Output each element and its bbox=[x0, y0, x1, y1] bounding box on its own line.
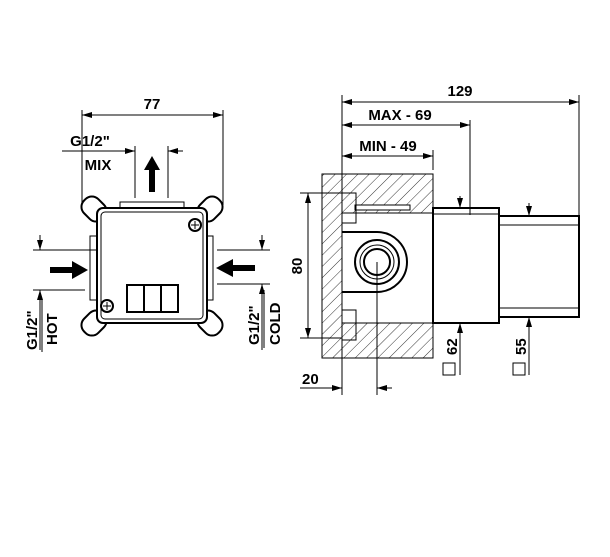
body-extension bbox=[432, 207, 500, 324]
top-flange bbox=[354, 204, 411, 211]
height-dim-label: 80 bbox=[289, 258, 306, 275]
lug-bottom bbox=[341, 309, 357, 341]
hot-inlet-arrow-icon bbox=[50, 261, 88, 279]
square-62-label: 62 bbox=[444, 338, 461, 355]
hot-label: HOT bbox=[44, 313, 61, 345]
cold-label: COLD bbox=[267, 302, 284, 345]
screw-icon bbox=[188, 218, 202, 232]
mix-label: MIX bbox=[85, 157, 112, 174]
wall-offset-label: 20 bbox=[302, 371, 319, 388]
width-dim-label: 77 bbox=[144, 96, 161, 113]
top-plate bbox=[119, 201, 185, 209]
cold-inlet-arrow-icon bbox=[216, 259, 255, 277]
max-depth-label: MAX - 69 bbox=[368, 107, 431, 124]
inlet-boss bbox=[342, 231, 408, 293]
valve-body-inner bbox=[100, 211, 204, 320]
min-depth-label: MIN - 49 bbox=[359, 138, 417, 155]
cold-size-label: G1/2" bbox=[246, 305, 263, 345]
total-depth-label: 129 bbox=[447, 83, 472, 100]
right-plate bbox=[206, 235, 214, 301]
outlet-arrow-icon bbox=[144, 156, 160, 192]
square-symbol-icon bbox=[442, 362, 456, 376]
cover-extension bbox=[498, 215, 580, 318]
lug-top bbox=[341, 192, 357, 224]
mix-size-label: G1/2" bbox=[70, 133, 110, 150]
hot-size-label: G1/2" bbox=[24, 310, 41, 350]
screw-icon bbox=[100, 299, 114, 313]
left-plate bbox=[89, 235, 98, 301]
cartridge-slots bbox=[126, 284, 179, 313]
square-55-label: 55 bbox=[513, 338, 530, 355]
square-symbol-icon bbox=[512, 362, 526, 376]
front-view: 77 G1/2" MIX bbox=[24, 96, 284, 352]
side-view: 129 MAX - 69 MIN - 49 80 62 bbox=[289, 83, 580, 395]
